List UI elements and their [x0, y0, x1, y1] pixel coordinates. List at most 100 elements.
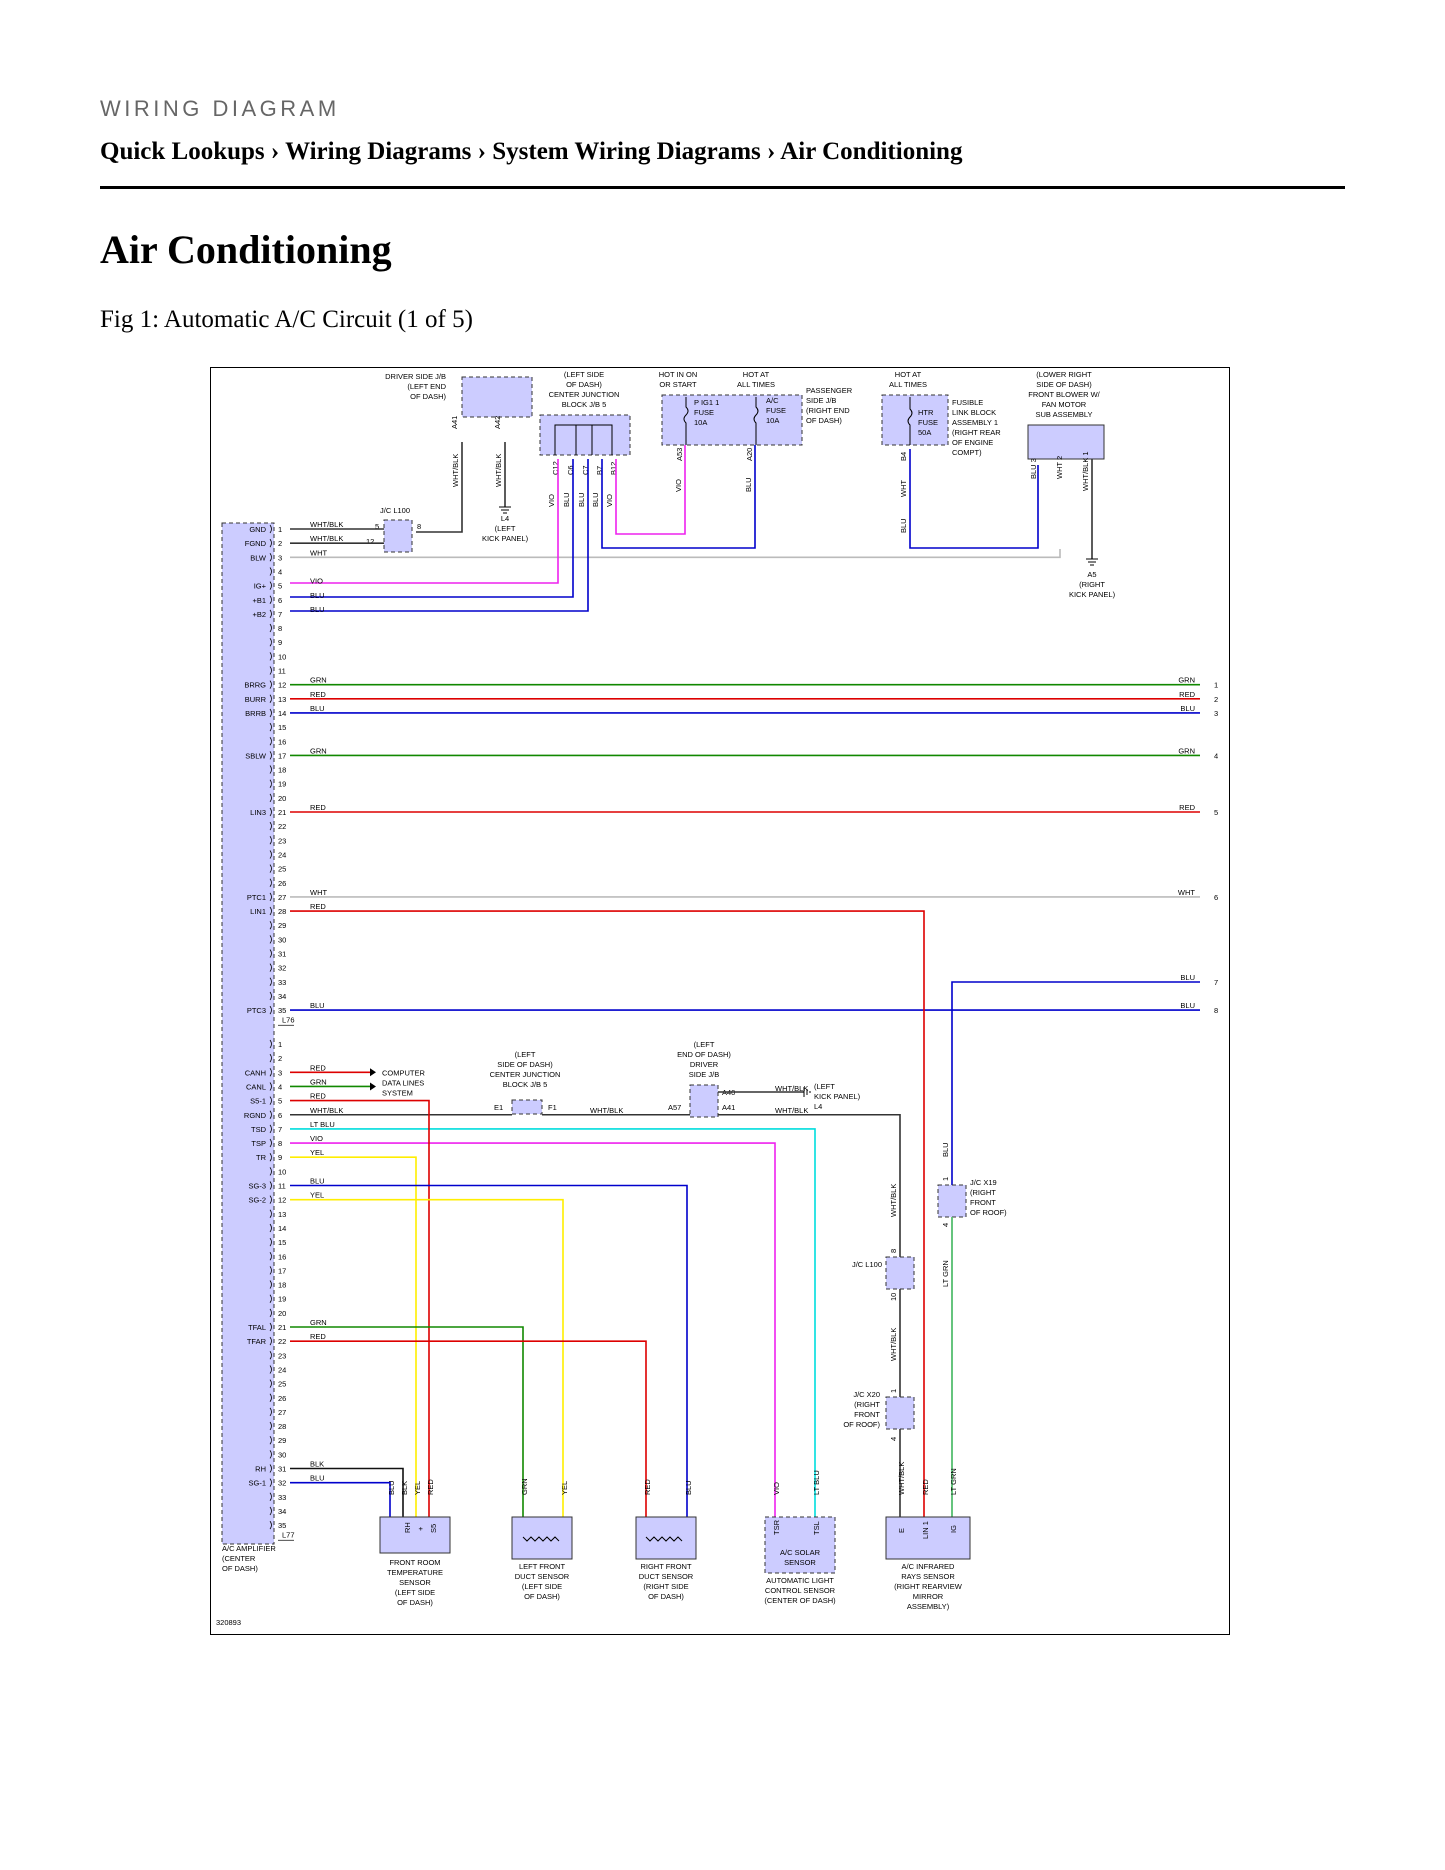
pin-code: B7: [595, 466, 604, 475]
ground-label: (LEFT: [814, 1082, 835, 1091]
pin-code: B4: [899, 452, 908, 461]
ground-symbol: [1086, 558, 1098, 566]
pin-terminal: [269, 963, 272, 972]
pin-terminal: [269, 793, 272, 803]
wire-b1: [290, 459, 574, 598]
pin-number: 11: [278, 667, 286, 676]
wire-color-label: RED: [310, 803, 326, 812]
breadcrumb-system-wiring-diagrams[interactable]: System Wiring Diagrams: [492, 138, 761, 165]
pin-code: IG: [949, 1525, 958, 1533]
pin-terminal: [269, 1195, 272, 1204]
pin-number: 23: [278, 1351, 286, 1360]
ground-label: KICK PANEL): [814, 1092, 861, 1101]
breadcrumb-air-conditioning[interactable]: Air Conditioning: [780, 138, 963, 165]
pin-number: 5: [278, 1097, 282, 1106]
jc-x19: [937, 1184, 967, 1218]
fusible-label: LINK BLOCK: [952, 408, 996, 417]
pin-number: 32: [278, 1479, 286, 1488]
pin-code: 5: [375, 522, 379, 531]
pin-name: TR: [256, 1153, 267, 1162]
pin-terminal: [269, 1407, 272, 1417]
can-label: SYSTEM: [382, 1088, 413, 1097]
pin-terminal: [269, 1421, 272, 1431]
breadcrumb-separator: ›: [477, 138, 486, 165]
pin-name: CANL: [246, 1082, 266, 1091]
fusible-label: OF ENGINE: [952, 438, 993, 447]
wire-color-label: BLK: [310, 1460, 324, 1469]
wire-color-label: BLU: [941, 1142, 950, 1157]
pin-number: 27: [278, 1408, 286, 1417]
wire-color-label: BLU: [310, 605, 325, 614]
pin-number: 31: [278, 950, 286, 959]
wire-sg3: [290, 1184, 688, 1517]
pin-terminal: [269, 1082, 272, 1091]
fuse-symbol: [753, 397, 759, 445]
wire-color-label: WHT/BLK: [775, 1084, 808, 1093]
pin-terminal: [269, 1393, 272, 1402]
diagram-frame: [210, 367, 1230, 1635]
pin-number: 28: [278, 1422, 286, 1431]
pin-number: 31: [278, 1465, 286, 1474]
pin-code: LIN 1: [921, 1521, 930, 1539]
wire-color-label: GRN: [520, 1478, 529, 1495]
wire-color-label: BLU: [744, 477, 753, 492]
wire-tr: [290, 1156, 417, 1517]
wire-color-label: GRN: [310, 746, 327, 755]
driver-jb2-connector: [689, 1084, 719, 1118]
wire-color-label: BLU: [562, 492, 571, 507]
pin-number: 20: [278, 1309, 286, 1318]
exit-number: 5: [1214, 808, 1218, 817]
fuse-label: 10A: [694, 418, 707, 427]
sensor-label: AUTOMATIC LIGHT: [766, 1576, 834, 1585]
pin-name: IG+: [254, 582, 267, 591]
passenger-jb-label: (RIGHT END: [806, 406, 850, 415]
pin-name: BURR: [245, 695, 267, 704]
pin-code: C12: [551, 461, 560, 475]
pin-code: B12: [609, 462, 618, 475]
pin-terminal: [269, 680, 272, 689]
pin-terminal: [269, 1294, 272, 1303]
hot-label: HOT AT: [743, 370, 770, 379]
sensor-label: DUCT SENSOR: [515, 1572, 570, 1581]
center-jb2-label: (LEFT: [515, 1050, 536, 1059]
pin-number: 34: [278, 1507, 286, 1516]
sensor-label: MIRROR: [913, 1592, 944, 1601]
breadcrumb-quick-lookups[interactable]: Quick Lookups: [100, 138, 265, 165]
wire-htr: [909, 449, 1039, 549]
wire-color-label: WHT/BLK 1: [1081, 451, 1090, 491]
pin-terminal: [269, 1068, 272, 1077]
exit-number: 3: [1214, 709, 1218, 718]
pin-terminal: [269, 892, 272, 902]
center-jb2-label: SIDE OF DASH): [497, 1060, 553, 1069]
pin-terminal: [269, 1435, 272, 1445]
pin-terminal: [269, 1365, 272, 1374]
breadcrumb-wiring-diagrams[interactable]: Wiring Diagrams: [285, 138, 472, 165]
pin-number: 21: [278, 808, 286, 817]
sensor-label: OF DASH): [648, 1592, 684, 1601]
ground-symbol: [803, 1087, 811, 1097]
left-front-duct-sensor: [511, 1516, 573, 1560]
wire-color-label: YEL: [413, 1481, 422, 1495]
pin-terminal: [269, 878, 272, 887]
wire-tsp: [290, 1142, 776, 1517]
pin-number: 12: [278, 1196, 286, 1205]
center-jb-label: BLOCK J/B 5: [562, 400, 607, 409]
center-jb-connector: [511, 1099, 543, 1115]
pin-name: SG-1: [248, 1479, 266, 1488]
pin-number: 23: [278, 836, 286, 845]
pin-terminal: [269, 609, 272, 619]
pin-name: GND: [249, 525, 266, 534]
wire-color-label: WHT: [310, 548, 327, 557]
pin-terminal: [269, 864, 272, 873]
pin-name: LIN3: [250, 808, 266, 817]
wire-color-label: WHT: [310, 888, 327, 897]
driver-jb2-label: DRIVER: [690, 1060, 719, 1069]
wire-color-label: LT GRN: [949, 1468, 958, 1495]
wire-blw: [290, 549, 1061, 559]
sensor-label: SENSOR: [784, 1558, 816, 1567]
pin-number: 13: [278, 695, 286, 704]
wire-color-label: WHT/BLK: [775, 1106, 808, 1115]
pin-terminal: [269, 1152, 272, 1162]
wire-color-label: VIO: [674, 479, 683, 492]
wire-color-label: GRN: [1178, 676, 1195, 685]
